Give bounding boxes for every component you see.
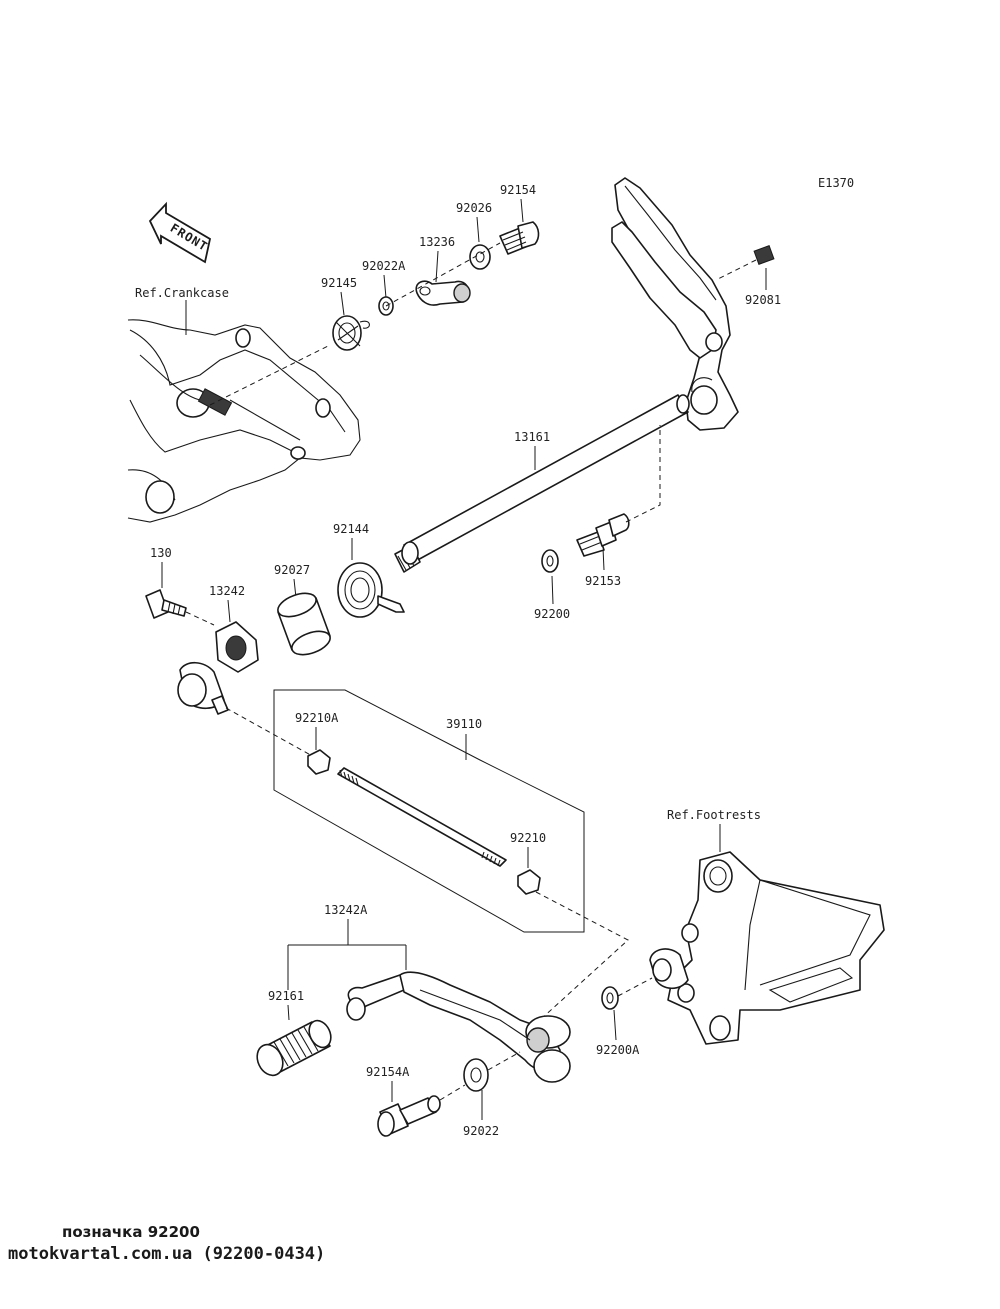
part-92200-label: 92200: [534, 607, 570, 621]
part-13161-shift-shaft: [394, 394, 690, 573]
part-92145-label: 92145: [321, 276, 357, 290]
part-39110-rod: [337, 767, 507, 867]
footer-caption: позначка 92200: [62, 1223, 200, 1241]
part-92154-label: 92154: [500, 183, 536, 197]
diagram-code: E1370: [818, 176, 854, 190]
part-13242A-label: 13242A: [324, 903, 368, 917]
part-92161-rubber: [256, 1019, 332, 1077]
footer-watermark: motokvartal.com.ua (92200-0434): [8, 1244, 326, 1264]
part-92081-pin: [753, 245, 775, 265]
part-92153-bolt: [576, 513, 630, 557]
part-13236-label: 13236: [419, 235, 455, 249]
part-92210-nut: [517, 869, 541, 895]
part-130-label: 130: [150, 546, 172, 560]
shift-arm: [611, 177, 739, 431]
part-13236-link: [415, 280, 471, 306]
part-92210-label: 92210: [510, 831, 546, 845]
part-92022-washer: [463, 1058, 489, 1092]
part-92210A-nut: [307, 749, 331, 775]
part-92022-label: 92022: [463, 1124, 499, 1138]
part-92200-washer: [541, 549, 559, 573]
part-13161-label: 13161: [514, 430, 550, 444]
crankcase-reference: [127, 319, 361, 523]
part-92081-label: 92081: [745, 293, 781, 307]
part-13242-label: 13242: [209, 584, 245, 598]
part-13242A-shift-pedal: [346, 971, 571, 1083]
part-92026-washer: [469, 244, 491, 270]
part-92027-collar: [277, 592, 331, 656]
part-92022A-label: 92022A: [362, 259, 406, 273]
part-92154A-label: 92154A: [366, 1065, 410, 1079]
part-39110-label: 39110: [446, 717, 482, 731]
part-92154-bolt: [499, 221, 540, 255]
part-92153-label: 92153: [585, 574, 621, 588]
part-92026-label: 92026: [456, 201, 492, 215]
part-92161-label: 92161: [268, 989, 304, 1003]
part-92210A-label: 92210A: [295, 711, 339, 725]
part-130-bolt: [145, 589, 187, 619]
part-92027-label: 92027: [274, 563, 310, 577]
part-92154A-bolt: [377, 1095, 441, 1137]
part-92145-spring: [332, 315, 370, 351]
ref-crankcase-label: Ref.Crankcase: [135, 286, 229, 300]
part-92200A-washer: [601, 986, 619, 1010]
front-arrow-icon: FRONT: [148, 201, 212, 264]
footrest-bracket: [649, 851, 885, 1045]
part-92144-label: 92144: [333, 522, 369, 536]
part-13242-lever: [177, 621, 259, 715]
part-92200A-label: 92200A: [596, 1043, 640, 1057]
ref-footrests-label: Ref.Footrests: [667, 808, 761, 822]
part-92144-spring: [337, 562, 405, 618]
